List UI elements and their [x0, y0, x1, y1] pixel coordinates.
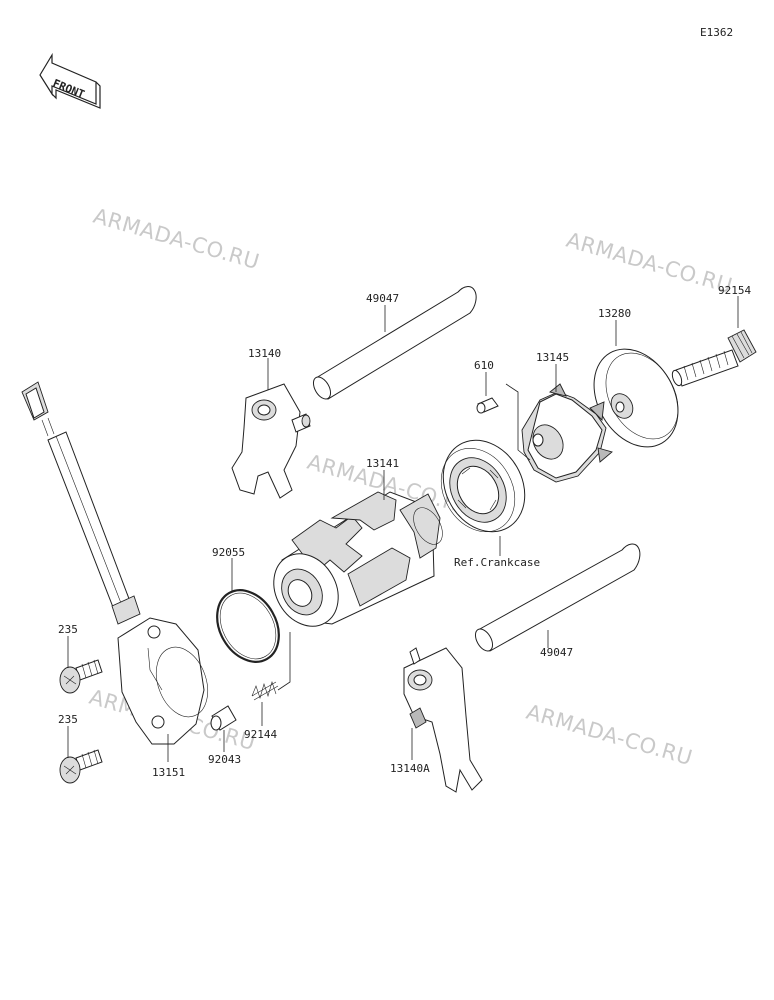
shift-rod-top — [312, 286, 477, 400]
label-610: 610 — [474, 359, 494, 372]
label-13145: 13145 — [536, 351, 569, 364]
o-ring-92055 — [216, 589, 280, 663]
screw-235-bottom — [59, 749, 103, 784]
diagram-code: E1362 — [700, 26, 733, 39]
watermark-5: ARMADA-CO.RU — [524, 700, 696, 770]
label-ref-crankcase: Ref.Crankcase — [454, 556, 540, 569]
front-arrow-icon: FRONT — [39, 52, 101, 109]
label-13280: 13280 — [598, 307, 631, 320]
label-49047-bottom: 49047 — [540, 646, 573, 659]
label-92154: 92154 — [718, 284, 751, 297]
label-92055: 92055 — [212, 546, 245, 559]
pin-92043 — [210, 705, 237, 731]
leader-lines — [67, 296, 739, 762]
gear-position-sensor-13151 — [21, 381, 208, 745]
shift-drum-cam-13145 — [521, 383, 613, 483]
shift-fork-13140A — [403, 647, 483, 793]
label-92043: 92043 — [208, 753, 241, 766]
watermark-1: ARMADA-CO.RU — [91, 204, 263, 274]
shift-drum-13141 — [273, 491, 443, 627]
spring-92144 — [251, 680, 279, 701]
pin-610 — [476, 397, 499, 414]
label-235-bottom: 235 — [58, 713, 78, 726]
label-13151: 13151 — [152, 766, 185, 779]
label-13140: 13140 — [248, 347, 281, 360]
label-13141: 13141 — [366, 457, 399, 470]
watermark-2: ARMADA-CO.RU — [564, 228, 736, 298]
label-49047-top: 49047 — [366, 292, 399, 305]
bearing — [440, 439, 526, 533]
shift-fork-13140 — [231, 383, 311, 499]
bolt-92154 — [671, 329, 757, 387]
label-13140A: 13140A — [390, 762, 430, 775]
positioning-plate-13280 — [593, 348, 679, 448]
screw-235-top — [59, 659, 103, 694]
label-92144: 92144 — [244, 728, 277, 741]
label-235-top: 235 — [58, 623, 78, 636]
shift-rod-bottom — [474, 543, 641, 652]
